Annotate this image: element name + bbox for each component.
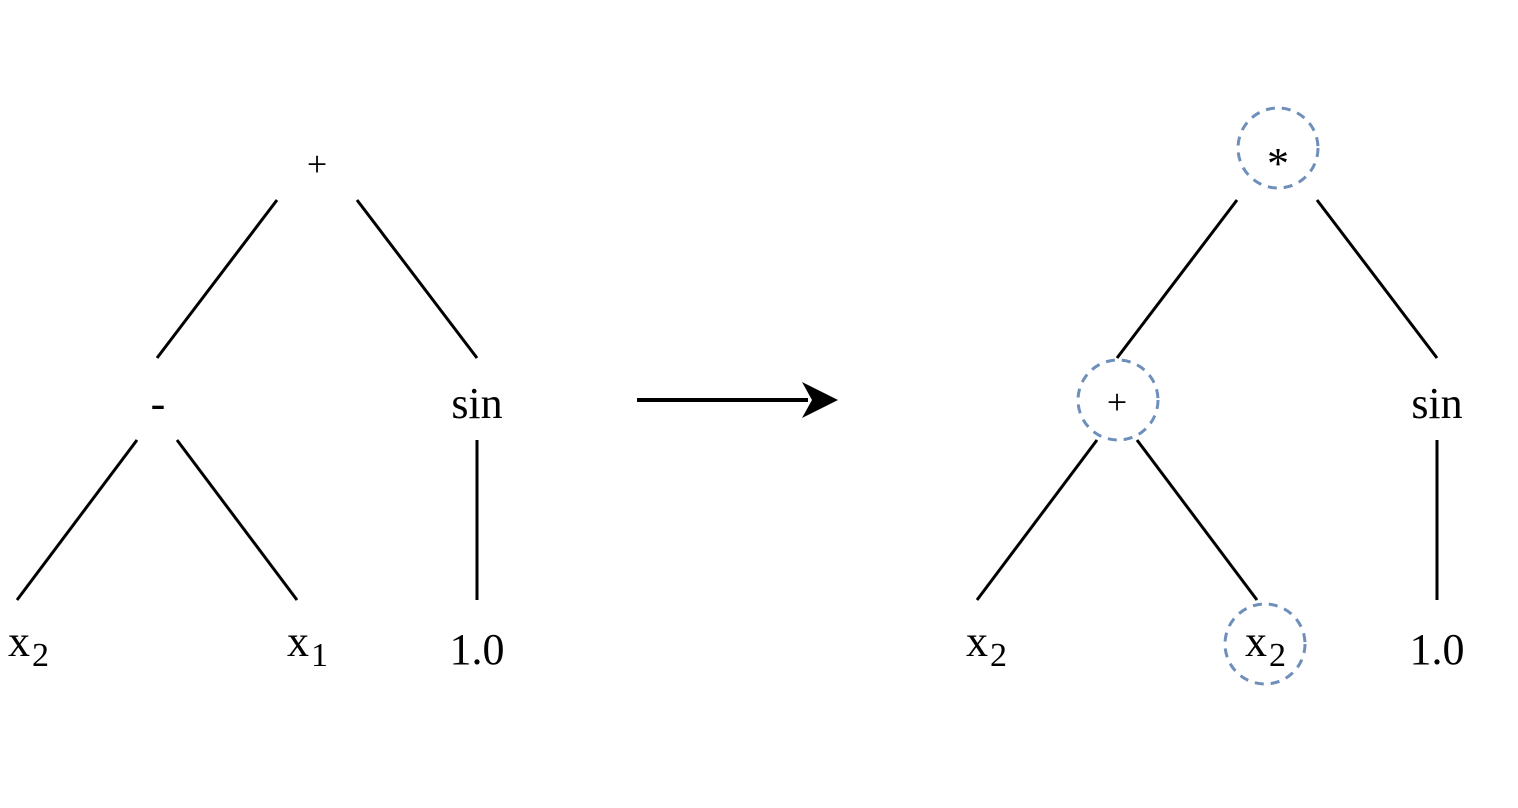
right-edge-plus-x2 bbox=[975, 439, 1099, 601]
left-sin-node: sin bbox=[451, 379, 502, 428]
left-x2-leaf: x2 bbox=[8, 617, 49, 674]
right-edge-root-sin bbox=[1315, 199, 1439, 359]
right-root-multiply-node: * bbox=[1267, 139, 1289, 188]
right-edge-plus-x2-new bbox=[1135, 439, 1259, 601]
left-minus-node: - bbox=[151, 379, 166, 428]
left-edge-root-sin bbox=[355, 199, 479, 359]
right-plus-node: + bbox=[1107, 382, 1127, 422]
right-x2-new-leaf: x2 bbox=[1245, 617, 1286, 674]
right-const-leaf: 1.0 bbox=[1410, 625, 1465, 674]
mutation-highlight-x2 bbox=[1223, 602, 1307, 686]
left-const-leaf: 1.0 bbox=[450, 625, 505, 674]
left-tree: + - sin x2 x1 1.0 bbox=[8, 144, 505, 674]
left-root-plus-node: + bbox=[307, 144, 327, 184]
right-sin-node: sin bbox=[1411, 379, 1462, 428]
left-edge-minus-x2 bbox=[15, 439, 139, 601]
transform-arrow bbox=[637, 382, 838, 418]
left-edge-minus-x1 bbox=[175, 439, 299, 601]
mutation-highlight-root bbox=[1236, 106, 1320, 190]
left-edge-root-minus bbox=[155, 199, 279, 359]
right-x2-leaf: x2 bbox=[966, 617, 1007, 674]
left-x1-leaf: x1 bbox=[287, 617, 328, 674]
mutation-highlight-plus bbox=[1076, 358, 1160, 442]
right-tree: * + sin x2 x2 1.0 bbox=[966, 106, 1465, 686]
right-edge-root-plus bbox=[1115, 199, 1239, 359]
arrow-head-icon bbox=[802, 382, 838, 418]
